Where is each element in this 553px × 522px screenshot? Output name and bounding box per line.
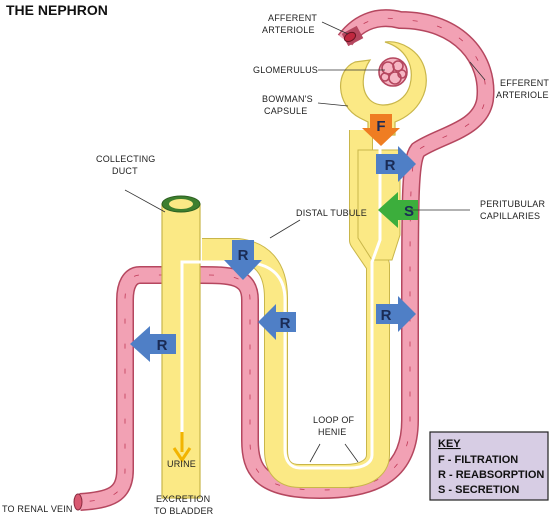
afferent-label-1: AFFERENT [268, 13, 317, 23]
vessel-flow-line [79, 17, 486, 503]
renal-vein-label: TO RENAL VEIN [2, 504, 73, 514]
diagram-title: THE NEPHRON [6, 2, 108, 18]
leader-lines [124, 21, 486, 463]
secretion-letter: S [404, 203, 414, 220]
excretion-label-1: EXCRETION [156, 494, 210, 504]
urine-arrow [172, 432, 192, 463]
loop-label-2: HENIE [318, 427, 347, 437]
peritubular-label-2: CAPILLARIES [480, 211, 540, 221]
reabsorption-letter-4: R [280, 315, 291, 332]
reabsorption-letter-3: R [238, 247, 249, 264]
bowmans-capsule [340, 41, 427, 136]
key-filtration: F - FILTRATION [438, 454, 518, 466]
collecting-label-2: DUCT [112, 166, 138, 176]
loop-label-1: LOOP OF [313, 415, 355, 425]
reabsorption-arrow-4: R [258, 304, 296, 340]
key-background [429, 431, 549, 501]
tubule-flow-line [180, 120, 382, 470]
renal-vein-opening [73, 493, 83, 511]
efferent-label-1: EFFERENT [500, 78, 549, 88]
efferent-label-2: ARTERIOLE [496, 90, 549, 100]
filtration-letter: F [376, 118, 385, 135]
urine-label: URINE [167, 459, 196, 469]
reabsorption-letter-1: R [385, 157, 396, 174]
distal-label: DISTAL TUBULE [296, 208, 367, 218]
key-secretion: S - SECRETION [438, 484, 519, 496]
glomerulus [378, 57, 408, 87]
excretion-label-2: TO BLADDER [154, 506, 214, 516]
blood-vessel [73, 9, 495, 511]
reabsorption-arrow-1: R [376, 146, 416, 182]
key-reabsorption: R - REABSORPTION [438, 469, 544, 481]
afferent-label-2: ARTERIOLE [262, 25, 315, 35]
key-box: KEY F - FILTRATION R - REABSORPTION S - … [429, 431, 549, 501]
filtration-arrow: F [362, 114, 400, 146]
bowmans-label-2: CAPSULE [264, 106, 307, 116]
key-heading: KEY [438, 438, 461, 450]
reabsorption-letter-2: R [381, 307, 392, 324]
glomerulus-label: GLOMERULUS [253, 65, 318, 75]
afferent-arteriole-opening [343, 31, 357, 43]
reabsorption-arrow-2: R [376, 296, 416, 332]
peritubular-label-1: PERITUBULAR [480, 199, 546, 209]
reabsorption-arrow-3: R [224, 240, 262, 280]
reabsorption-arrow-5: R [130, 326, 176, 362]
reabsorption-letter-5: R [157, 337, 168, 354]
collecting-label-1: COLLECTING [96, 154, 156, 164]
secretion-arrow: S [378, 192, 418, 228]
bowmans-label-1: BOWMAN'S [262, 94, 313, 104]
